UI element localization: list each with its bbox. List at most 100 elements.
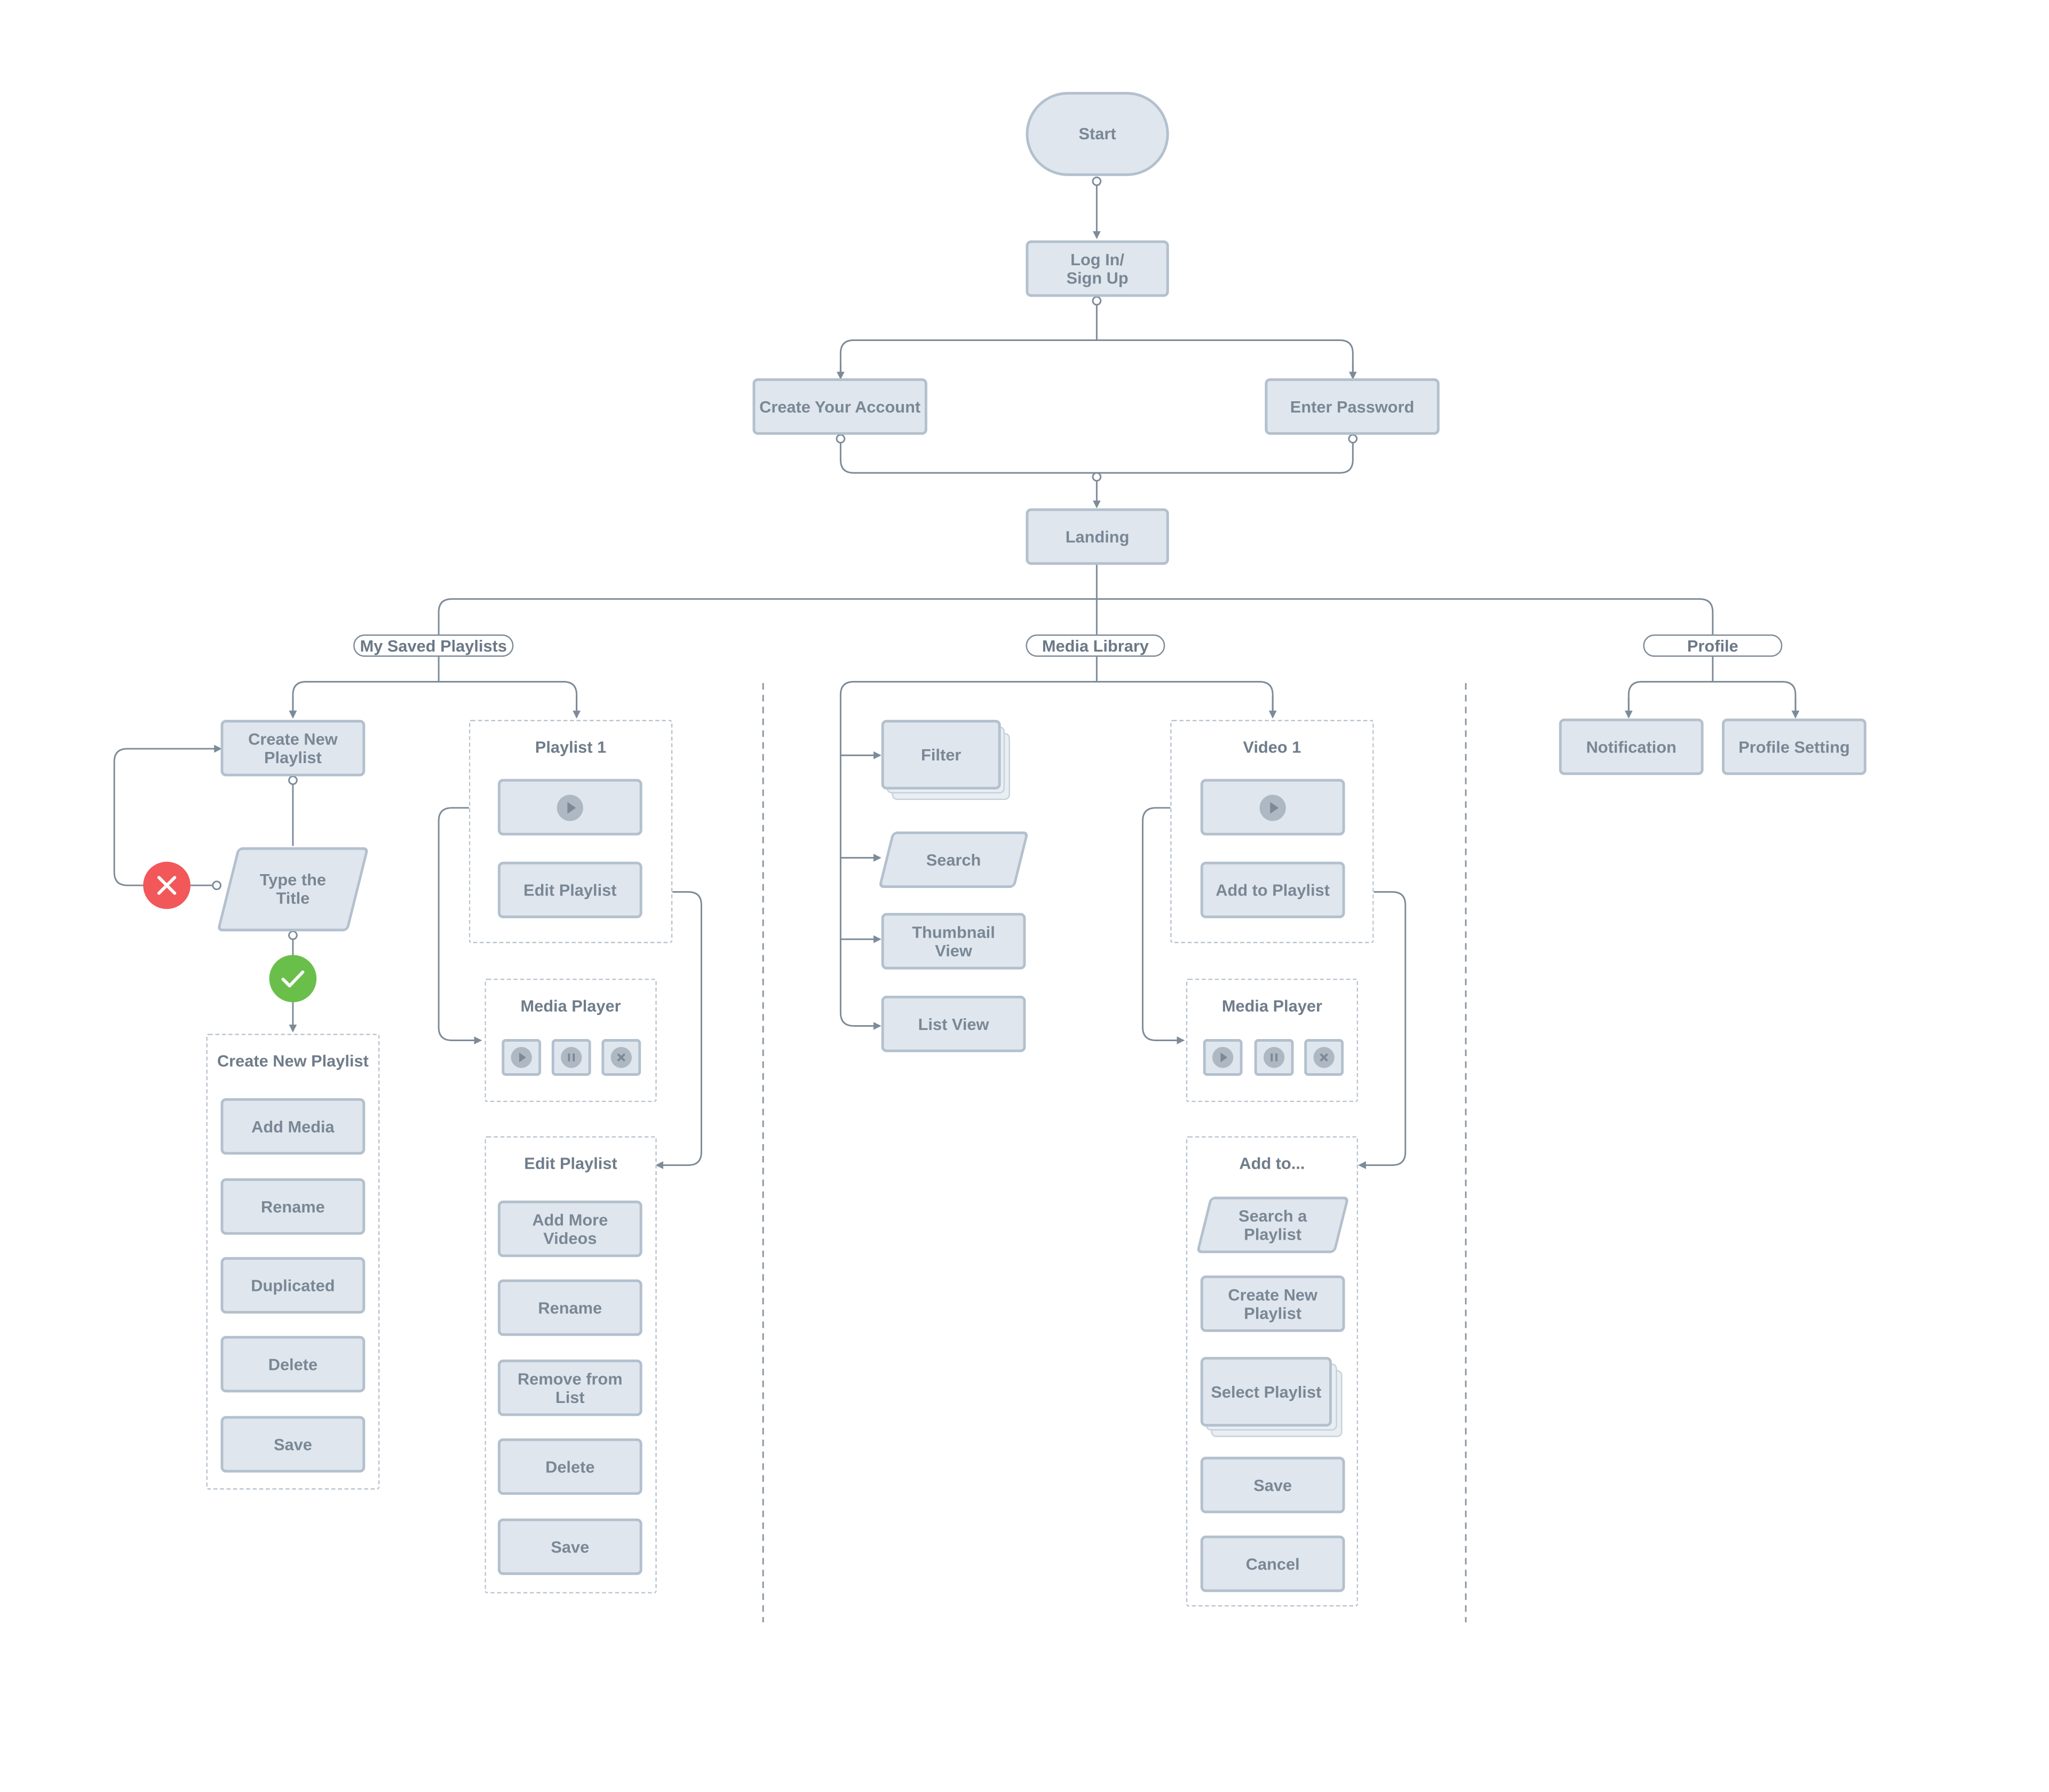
close-icon[interactable]	[143, 861, 190, 909]
player-close-button[interactable]	[1304, 1039, 1344, 1076]
create-new-playlist-label: Create New Playlist	[248, 730, 338, 767]
login-signup-node[interactable]: Log In/ Sign Up	[1026, 240, 1169, 297]
type-title-input[interactable]: Type the Title	[217, 847, 369, 932]
enter-password-node[interactable]: Enter Password	[1265, 378, 1440, 435]
thumbnail-view-node[interactable]: Thumbnail View	[881, 913, 1026, 970]
panel-title: Edit Playlist	[524, 1154, 617, 1173]
remove-from-list-button[interactable]: Remove from List	[497, 1359, 642, 1416]
button-label: Create New Playlist	[1228, 1285, 1317, 1322]
section-label: My Saved Playlists	[360, 636, 507, 655]
add-more-videos-button[interactable]: Add More Videos	[497, 1200, 642, 1257]
pause-icon	[561, 1046, 582, 1068]
section-media-library[interactable]: Media Library	[1026, 634, 1165, 657]
connector-playlists-branch	[292, 655, 578, 717]
port-dot	[1092, 176, 1102, 186]
close-icon	[610, 1046, 632, 1068]
select-playlist-label: Select Playlist	[1211, 1382, 1322, 1401]
button-label: Add to Playlist	[1216, 881, 1330, 899]
connector-play-player	[438, 807, 495, 1044]
button-label: Duplicated	[251, 1276, 335, 1295]
create-new-playlist-node[interactable]: Create New Playlist	[220, 719, 366, 776]
thumbnail-view-label: Thumbnail View	[912, 923, 995, 960]
enter-password-label: Enter Password	[1290, 397, 1415, 416]
port-dot	[288, 930, 298, 940]
panel-title: Media Player	[520, 997, 621, 1016]
start-node[interactable]: Start	[1026, 92, 1169, 176]
button-label: Edit Playlist	[523, 881, 617, 899]
duplicated-button[interactable]: Duplicated	[220, 1257, 366, 1314]
landing-node[interactable]: Landing	[1026, 508, 1169, 565]
button-label: Save	[273, 1435, 312, 1454]
cancel-button[interactable]: Cancel	[1200, 1535, 1345, 1592]
connector-add-panel	[1348, 891, 1407, 1169]
button-label: Delete	[268, 1355, 318, 1374]
login-label: Log In/ Sign Up	[1066, 250, 1129, 287]
panel-title: Playlist 1	[535, 738, 607, 757]
notification-label: Notification	[1586, 738, 1677, 756]
button-label: Remove from List	[517, 1369, 623, 1407]
port-dot	[1092, 296, 1102, 306]
create-account-node[interactable]: Create Your Account	[752, 378, 927, 435]
button-label: Delete	[545, 1457, 595, 1476]
play-icon	[1259, 794, 1286, 821]
connector-edit-panel	[646, 891, 702, 1169]
panel-title: Media Player	[1221, 997, 1323, 1016]
rename-button[interactable]: Rename	[497, 1279, 642, 1336]
create-new-playlist-button[interactable]: Create New Playlist	[1200, 1275, 1345, 1332]
add-media-button[interactable]: Add Media	[220, 1098, 366, 1155]
panel-title: Add to...	[1239, 1154, 1305, 1173]
section-my-saved-playlists[interactable]: My Saved Playlists	[353, 634, 514, 657]
playlist-play-button[interactable]	[497, 779, 642, 836]
port-dot	[1092, 472, 1102, 482]
delete-button[interactable]: Delete	[497, 1438, 642, 1495]
close-icon	[1313, 1046, 1335, 1068]
play-icon	[511, 1046, 532, 1068]
search-playlist-input[interactable]: Search a Playlist	[1196, 1196, 1349, 1254]
section-label: Media Library	[1042, 636, 1149, 655]
video-play-button[interactable]	[1200, 779, 1345, 836]
panel-title: Video 1	[1243, 738, 1301, 757]
section-label: Profile	[1687, 636, 1738, 655]
search-input[interactable]: Search	[878, 831, 1029, 888]
list-view-node[interactable]: List View	[881, 995, 1026, 1052]
pause-icon	[1263, 1046, 1285, 1068]
edit-playlist-button[interactable]: Edit Playlist	[497, 861, 642, 918]
select-playlist-stack[interactable]: Select Playlist	[1200, 1357, 1345, 1439]
button-label: Rename	[538, 1298, 602, 1317]
add-to-playlist-button[interactable]: Add to Playlist	[1200, 861, 1345, 918]
select-playlist-node[interactable]: Select Playlist	[1200, 1357, 1332, 1427]
save-button[interactable]: Save	[220, 1416, 366, 1473]
button-label: Save	[1253, 1476, 1292, 1494]
start-label: Start	[1078, 124, 1116, 144]
check-icon[interactable]	[269, 955, 317, 1003]
delete-button[interactable]: Delete	[220, 1336, 366, 1393]
player-play-button[interactable]	[1203, 1039, 1243, 1076]
notification-node[interactable]: Notification	[1559, 718, 1704, 775]
player-pause-button[interactable]	[1254, 1039, 1294, 1076]
port-dot	[288, 775, 298, 785]
port-dot	[212, 881, 222, 890]
section-profile[interactable]: Profile	[1643, 634, 1783, 657]
landing-label: Landing	[1065, 527, 1130, 546]
button-label: Add Media	[251, 1117, 335, 1136]
list-view-label: List View	[918, 1014, 989, 1033]
filter-node[interactable]: Filter	[881, 719, 1001, 790]
filter-stack[interactable]: Filter	[881, 719, 1013, 802]
player-play-button[interactable]	[502, 1039, 542, 1076]
port-dot	[1348, 434, 1358, 444]
create-account-label: Create Your Account	[759, 397, 921, 416]
connector-landing-sections	[438, 565, 1714, 635]
connector-profile-branch	[1627, 655, 1797, 717]
button-label: Rename	[261, 1197, 325, 1216]
profile-setting-node[interactable]: Profile Setting	[1722, 718, 1867, 775]
player-pause-button[interactable]	[551, 1039, 591, 1076]
filter-label: Filter	[921, 745, 962, 764]
save-button[interactable]: Save	[497, 1518, 642, 1575]
rename-button[interactable]: Rename	[220, 1178, 366, 1235]
save-button[interactable]: Save	[1200, 1456, 1345, 1513]
type-title-label: Type the Title	[259, 870, 327, 908]
connector-login-branch	[839, 300, 1354, 378]
player-close-button[interactable]	[601, 1039, 641, 1076]
search-label: Search	[926, 850, 981, 869]
